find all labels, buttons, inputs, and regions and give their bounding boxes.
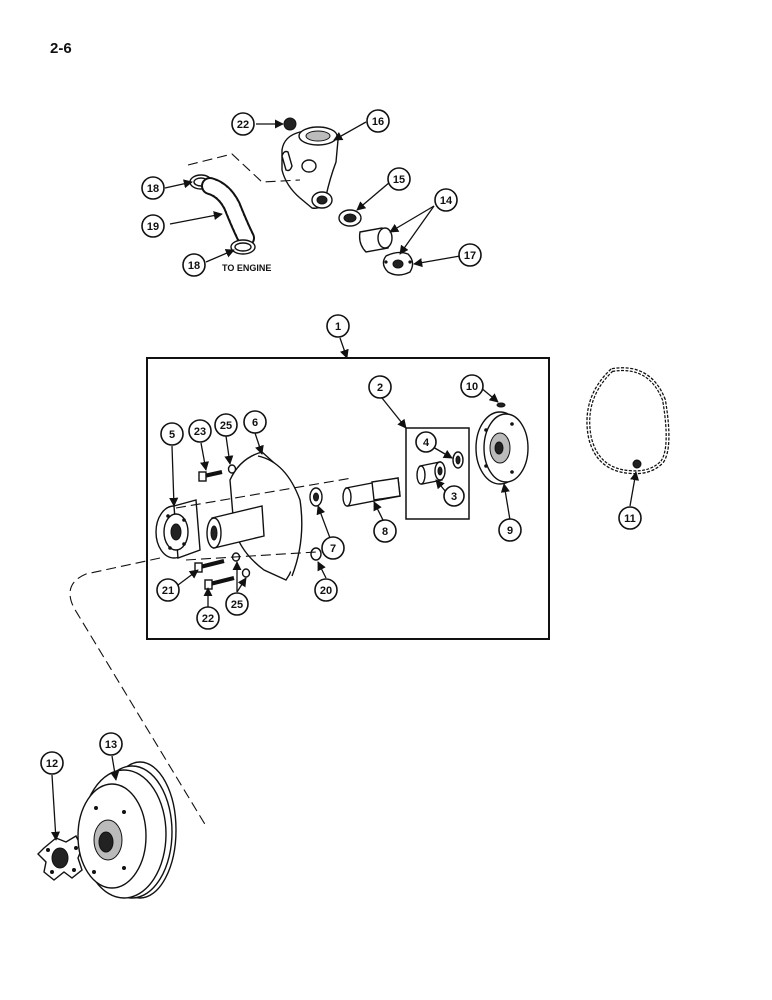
thermostat-part-14: [358, 227, 393, 253]
callout-15-label: 15: [393, 174, 405, 186]
callout-20-label: 21: [162, 585, 174, 597]
callout-8-label: 8: [382, 526, 388, 538]
seal-kit-frame-part-2: [405, 427, 470, 520]
callout-24: 23: [188, 419, 212, 443]
pump-gasket-part-11: [586, 367, 670, 475]
callout-1-label: 1: [335, 321, 341, 333]
bolt-part-24: [198, 470, 223, 482]
callout-4-label: 4: [423, 437, 430, 449]
seal-washer-part-7: [309, 487, 323, 507]
callout-15: 15: [387, 167, 411, 191]
seal-ring-part-15: [338, 209, 362, 227]
callout-19: 19: [141, 214, 165, 238]
page-number: 2-6: [50, 40, 72, 57]
callout-13-label: 13: [105, 739, 117, 751]
callout-21-label: 20: [320, 585, 332, 597]
pulley-spacer-part-12: [37, 835, 83, 881]
callout-18-upper: 18: [141, 176, 165, 200]
callout-9: 9: [498, 518, 522, 542]
pump-seal-part-3: [416, 461, 446, 485]
callout-7: 7: [321, 536, 345, 560]
pump-hub-part-5: [155, 499, 201, 559]
callout-18-upper-label: 18: [147, 183, 159, 195]
callout-13: 13: [99, 732, 123, 756]
callout-10-label: 10: [466, 381, 478, 393]
callout-14: 14: [434, 188, 458, 212]
callout-7-label: 7: [330, 543, 336, 555]
thermostat-housing-group: [164, 117, 461, 276]
callout-25-upper: 25: [214, 413, 238, 437]
pin-part-10: [496, 402, 506, 408]
callout-2-label: 2: [377, 382, 383, 394]
nut-part-21: [310, 547, 322, 561]
hose-part-19: [201, 177, 255, 247]
bolt-part-20: [194, 559, 225, 573]
callout-6: 6: [243, 410, 267, 434]
callout-16-label: 16: [372, 116, 384, 128]
callout-23: 22: [231, 112, 255, 136]
impeller-part-9: [475, 411, 529, 485]
gasket-part-17: [382, 251, 414, 276]
callout-10: 10: [460, 374, 484, 398]
callout-1: 1: [326, 314, 350, 338]
callout-20: 21: [156, 578, 180, 602]
callout-3: 3: [443, 485, 465, 507]
bolt-part-22: [204, 576, 235, 590]
callout-25-upper-label: 25: [220, 420, 232, 432]
callout-11: 11: [618, 506, 642, 530]
callout-17: 17: [458, 243, 482, 267]
callout-5-label: 5: [169, 429, 175, 441]
callout-12-label: 12: [46, 758, 58, 770]
callout-9-label: 9: [507, 525, 513, 537]
callout-14-label: 14: [440, 195, 453, 207]
callout-25-lower-label: 25: [231, 599, 243, 611]
callout-18-lower: 18: [182, 253, 206, 277]
callout-4: 4: [415, 431, 437, 453]
callout-23-label: 22: [237, 119, 249, 131]
callout-22-label: 22: [202, 613, 214, 625]
callout-3-label: 3: [451, 491, 457, 503]
callout-24-label: 23: [194, 426, 206, 438]
callout-21: 20: [314, 578, 338, 602]
callout-18-lower-label: 18: [188, 260, 200, 272]
callout-12: 12: [40, 751, 64, 775]
hose-clamp-part-18-lower: [230, 239, 256, 255]
plug-part-23: [283, 117, 297, 131]
callout-25-lower: 25: [225, 592, 249, 616]
callout-11-label: 11: [624, 513, 636, 525]
seal-ring-part-4: [452, 451, 464, 469]
callout-17-label: 17: [464, 250, 476, 262]
pulley-part-13: [77, 761, 177, 899]
callout-8: 8: [373, 519, 397, 543]
to-engine-label: TO ENGINE: [222, 263, 271, 273]
callout-16: 16: [366, 109, 390, 133]
callout-2: 2: [368, 375, 392, 399]
washer-part-25-lower-b: [241, 568, 251, 578]
callout-19-label: 19: [147, 221, 159, 233]
washer-part-25-upper: [227, 464, 237, 474]
callout-22: 22: [196, 606, 220, 630]
pump-shaft-part-8: [342, 477, 401, 507]
thermostat-housing-part-16: [281, 126, 339, 209]
callout-6-label: 6: [252, 417, 258, 429]
callout-5: 5: [160, 422, 184, 446]
